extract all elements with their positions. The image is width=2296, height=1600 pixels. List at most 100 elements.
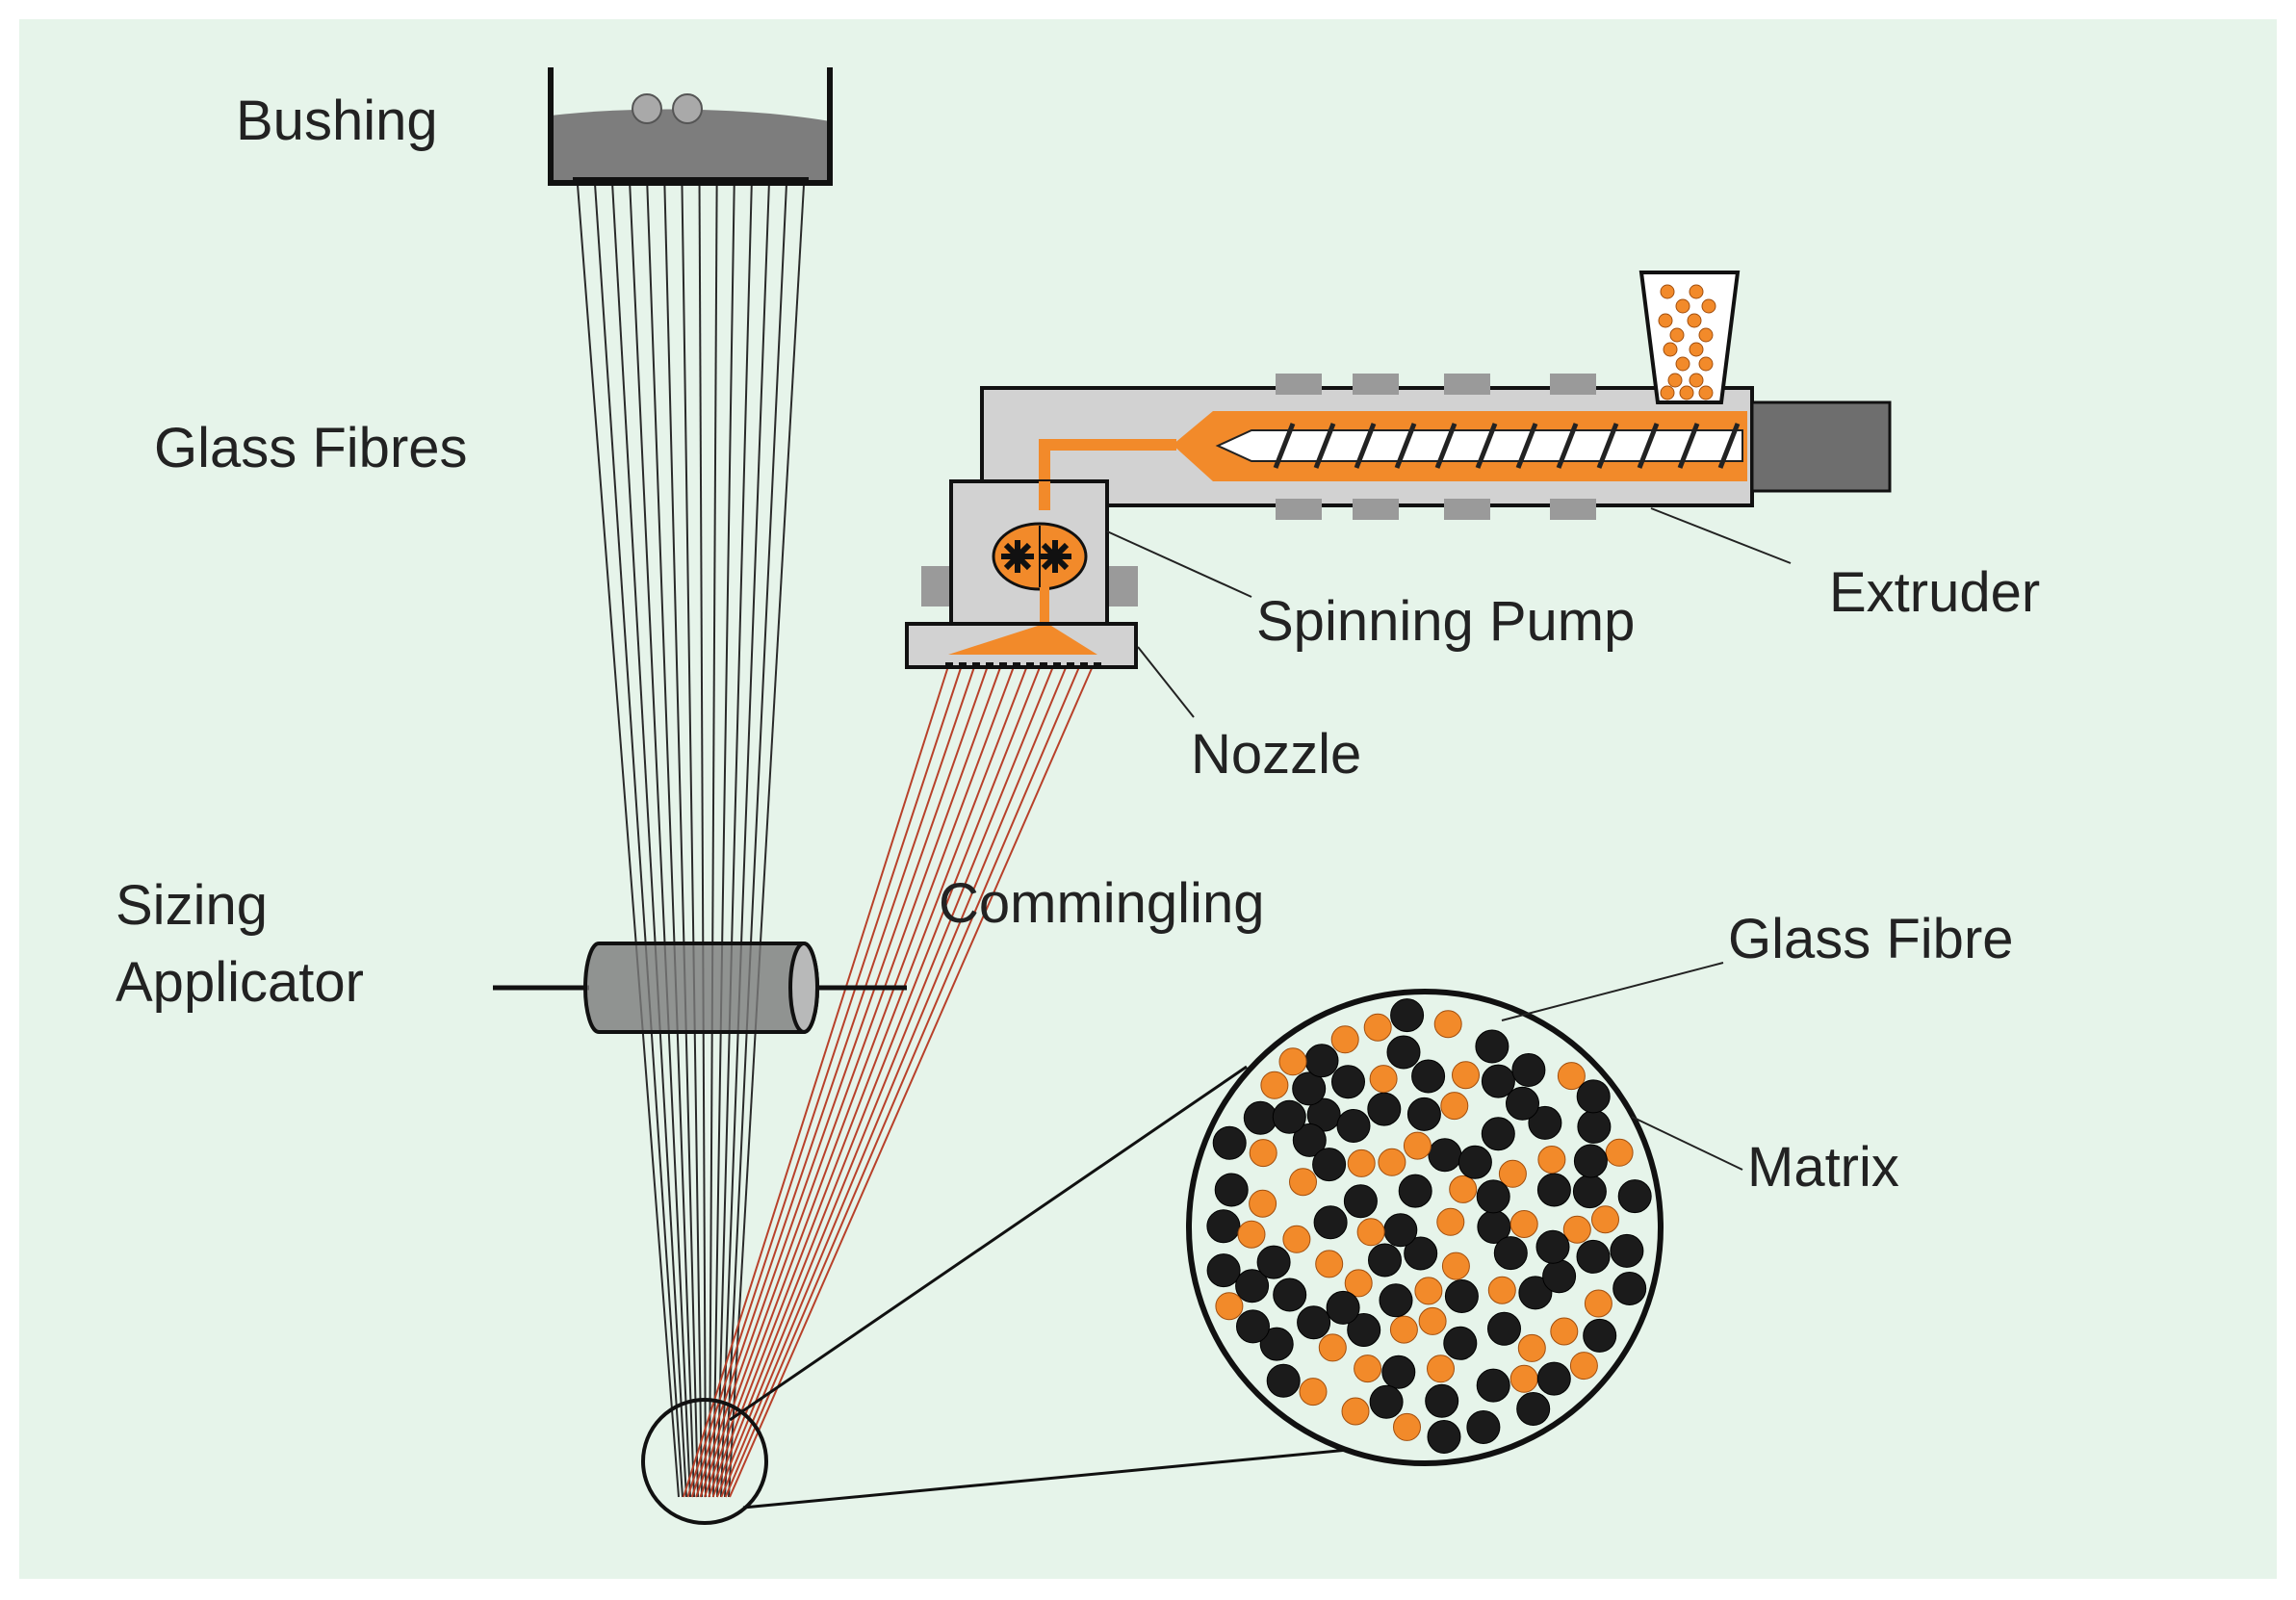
glass-fibre-strand <box>716 184 753 1498</box>
hopper-pellets <box>1658 284 1716 400</box>
matrix-pellet <box>1689 342 1704 357</box>
matrix-fibre-dot <box>1517 1333 1546 1362</box>
screw-flight <box>1677 423 1700 469</box>
glass-fibre-dot <box>1206 1209 1241 1244</box>
matrix-fibre-dot <box>1369 1065 1398 1094</box>
matrix-pellet <box>1663 342 1678 357</box>
nozzle-hole <box>959 662 967 667</box>
matrix-fibre-dot <box>1249 1139 1277 1168</box>
glass-fibre-strand <box>724 184 787 1498</box>
nozzle-hole <box>1094 662 1101 667</box>
screw-flight <box>1596 423 1619 469</box>
matrix-fibre-dot <box>1389 1315 1418 1344</box>
matrix-pellet <box>1689 373 1704 388</box>
glass-fibre-strand <box>629 184 691 1498</box>
leader-glass-fibre <box>1501 962 1724 1021</box>
matrix-fibre-dot <box>1436 1207 1465 1236</box>
matrix-fibre-dot <box>1299 1378 1328 1406</box>
glass-fibre-dot <box>1404 1236 1438 1271</box>
glass-fibre-dot <box>1398 1174 1432 1208</box>
screw-flight <box>1637 423 1660 469</box>
matrix-pellet <box>1660 284 1675 299</box>
matrix-fibre-dot <box>1215 1292 1244 1321</box>
matrix-fibre-dot <box>1330 1025 1359 1054</box>
glass-fibre-dot <box>1511 1053 1546 1087</box>
bushing-marble-2 <box>672 93 703 124</box>
matrix-fibre-dot <box>1537 1146 1566 1174</box>
glass-fibre-strand <box>709 184 718 1498</box>
glass-fibre-dot <box>1292 1071 1327 1106</box>
matrix-pellet <box>1698 385 1714 400</box>
screw-flight <box>1313 423 1336 469</box>
nozzle-melt-fan <box>948 626 1097 655</box>
glass-fibre-dot <box>1610 1233 1644 1268</box>
matrix-fibre-dot <box>1260 1071 1289 1099</box>
screw-flight <box>1556 423 1579 469</box>
glass-fibre-dot <box>1383 1213 1418 1248</box>
glass-fibre-dot <box>1343 1184 1378 1219</box>
screw-flight <box>1394 423 1417 469</box>
glass-fibre-dot <box>1425 1383 1459 1418</box>
glass-fibre-dot <box>1326 1290 1360 1325</box>
heater-band-bottom <box>1444 499 1490 520</box>
heater-band-top <box>1276 374 1322 395</box>
glass-fibre-dot <box>1406 1097 1441 1131</box>
zoom-line-bottom <box>742 1440 1431 1510</box>
matrix-fibre-dot <box>1509 1364 1538 1393</box>
pump-heater-left <box>921 566 952 606</box>
heater-band-top <box>1550 374 1596 395</box>
zoom-magnifier <box>641 989 1664 1525</box>
matrix-fibre-dot <box>1591 1205 1619 1234</box>
matrix-fibre-dot <box>1440 1092 1469 1121</box>
matrix-pellet <box>1701 298 1716 314</box>
matrix-fibre-dot <box>1441 1252 1470 1280</box>
sizing-roller-body <box>583 942 819 1034</box>
cross-section-fibres <box>1206 998 1652 1454</box>
glass-fibre-dot <box>1235 1269 1270 1303</box>
glass-fibre-dot <box>1243 1100 1277 1135</box>
nozzle-holes <box>945 662 1101 667</box>
matrix-fibre-dot <box>1557 1062 1586 1091</box>
matrix-fibre-dot <box>1403 1131 1432 1160</box>
matrix-pellet <box>1698 356 1714 372</box>
glass-fibre-dot <box>1236 1309 1270 1344</box>
matrix-fibre-dot <box>1249 1189 1277 1218</box>
label-bushing: Bushing <box>236 90 438 152</box>
glass-fibre-dot <box>1617 1179 1652 1214</box>
label-extruder: Extruder <box>1829 561 2040 624</box>
gear-hub <box>1047 549 1063 564</box>
diagram-background <box>19 19 2277 1579</box>
glass-fibre-dot <box>1313 1205 1348 1240</box>
glass-fibre-dot <box>1573 1144 1608 1178</box>
gear-icon-left <box>1001 540 1034 573</box>
gear-hub <box>1010 549 1025 564</box>
label-applicator: Applicator <box>116 951 364 1014</box>
matrix-fibre-dot <box>1433 1010 1462 1039</box>
matrix-fibre-dot <box>1393 1412 1421 1441</box>
matrix-fibre-dot <box>1498 1159 1527 1188</box>
extruder <box>980 271 1892 520</box>
gear-icon-right <box>1039 540 1071 573</box>
glass-fibre-strand <box>646 184 695 1498</box>
glass-fibre-dot <box>1444 1279 1479 1313</box>
polymer-fibre-strand <box>695 665 989 1498</box>
glass-fibre-dot <box>1487 1311 1521 1346</box>
matrix-fibre-dot <box>1318 1333 1347 1362</box>
matrix-fibre-dot <box>1282 1225 1311 1253</box>
matrix-fibre-dot <box>1289 1168 1317 1197</box>
glass-fibre-dot <box>1583 1318 1617 1353</box>
glass-fibre-dot <box>1528 1105 1562 1140</box>
pump-heater-right <box>1107 566 1138 606</box>
glass-fibre-dot <box>1272 1099 1306 1134</box>
glass-fibre-strand <box>611 184 687 1498</box>
polymer-fibre-strands <box>683 665 1094 1498</box>
glass-fibre-dot <box>1576 1239 1611 1274</box>
glass-fibre-dot <box>1428 1138 1462 1173</box>
matrix-pellet <box>1669 327 1685 343</box>
matrix-fibre-dot <box>1509 1210 1538 1238</box>
glass-fibre-dot <box>1427 1420 1461 1454</box>
matrix-fibre-dot <box>1347 1148 1376 1177</box>
matrix-pellet <box>1675 356 1690 372</box>
extruder-screw-flights <box>1273 423 1741 469</box>
polymer-fibre-strand <box>686 665 963 1498</box>
